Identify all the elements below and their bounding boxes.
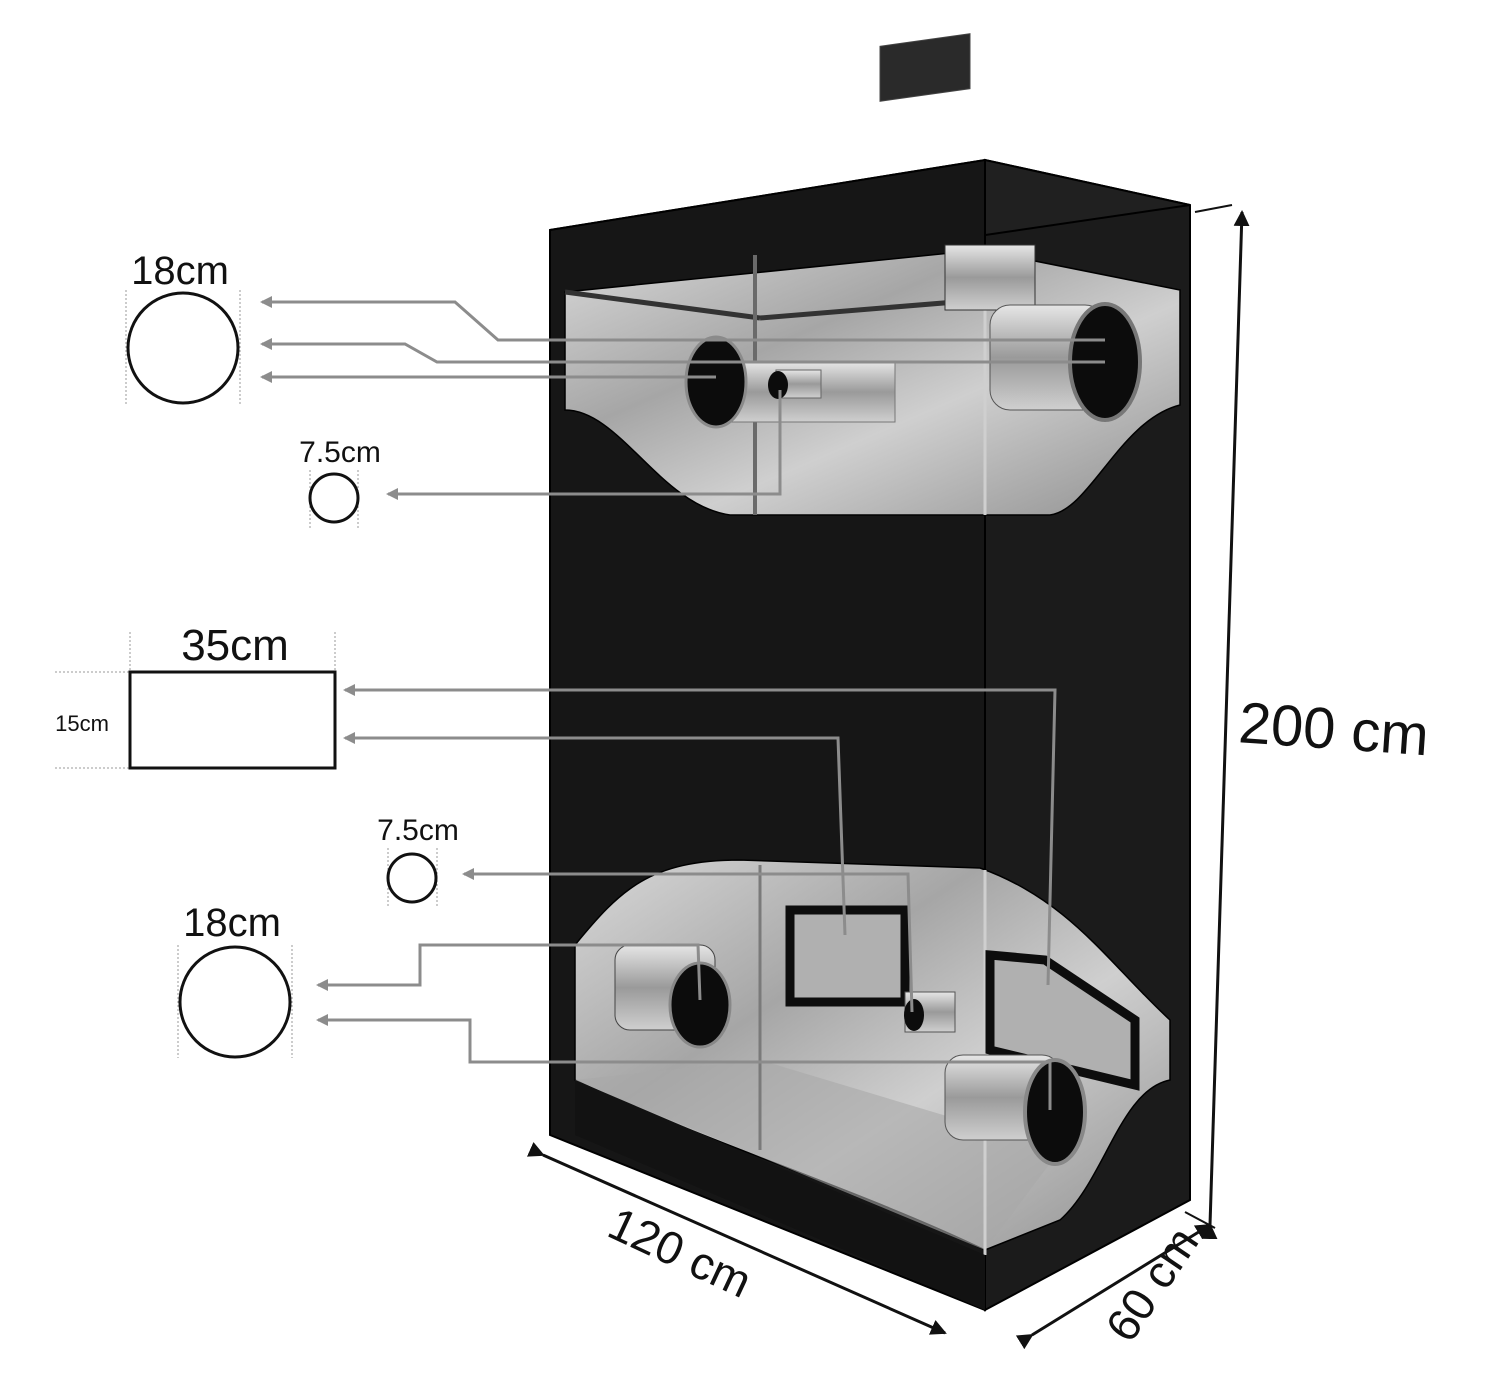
- vent-rectangle-icon: [128, 670, 337, 770]
- width-dimension-line: [526, 1142, 947, 1335]
- callout-arrows: [260, 296, 1105, 1110]
- depth-dimension-line: [1015, 1223, 1212, 1350]
- callout-arrow-bottom-1: [316, 943, 702, 1001]
- height-label: 200 cm: [1237, 690, 1431, 768]
- lower-right-duct-opening: [1023, 1058, 1087, 1166]
- lower-small-port-opening: [904, 999, 924, 1031]
- top-large-port-label: 18cm: [131, 249, 229, 293]
- vent-height-label: 15cm: [55, 711, 109, 736]
- bottom-large-port-label: 18cm: [183, 901, 281, 945]
- callout-arrow-top-2: [260, 338, 1105, 364]
- bottom-small-port-icon: [386, 852, 438, 904]
- dimension-lines: [526, 204, 1250, 1350]
- upper-small-port-opening: [768, 371, 788, 399]
- width-label: 120 cm: [601, 1197, 760, 1308]
- grow-tent: [549, 33, 1191, 1312]
- top-small-port-label: 7.5cm: [299, 436, 381, 469]
- callout-arrow-vent-2: [343, 732, 847, 936]
- callout-arrow-bottom-2: [316, 1014, 1052, 1110]
- bottom-small-port-label: 7.5cm: [377, 814, 459, 847]
- upper-left-duct-opening: [684, 335, 748, 429]
- height-dimension-line: [1201, 210, 1250, 1240]
- lower-vent-left: [785, 905, 910, 1007]
- callout-arrow-top-small: [386, 390, 782, 500]
- callout-arrow-bottom-small: [462, 868, 914, 1013]
- callout-arrow-vent-1: [343, 684, 1057, 986]
- vent-width-label: 35cm: [181, 621, 289, 670]
- bottom-large-port-icon: [178, 945, 292, 1059]
- top-large-port-icon: [126, 291, 240, 405]
- top-small-port-icon: [308, 472, 360, 524]
- callout-arrow-top-1: [260, 296, 1105, 342]
- lower-vent-right: [985, 950, 1140, 1091]
- port-legend: 18cm 7.5cm 35cm 15cm 7.5cm 18cm: [55, 249, 459, 1059]
